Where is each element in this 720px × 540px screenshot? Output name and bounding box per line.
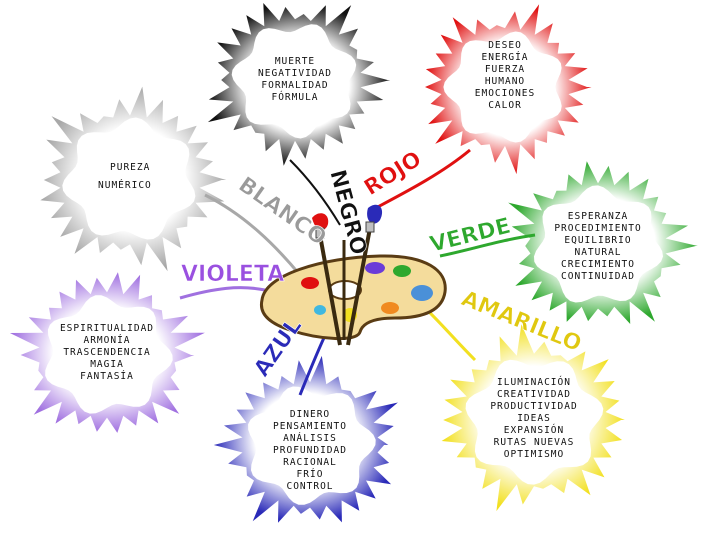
paint-blob-red — [301, 277, 319, 289]
paint-blob-orange — [381, 302, 399, 314]
cloud-amarillo-line: RUTAS NUEVAS — [479, 437, 589, 449]
label-violeta: VIOLETA — [181, 262, 284, 287]
cloud-verde-line: CONTINUIDAD — [543, 271, 653, 283]
cloud-verde-text: ESPERANZA PROCEDIMIENTO EQUILIBRIO NATUR… — [543, 211, 653, 283]
cloud-rojo-line: HUMANO — [460, 76, 550, 88]
cloud-rojo-line: ENERGÍA — [460, 52, 550, 64]
cloud-negro-line: FÓRMULA — [245, 92, 345, 104]
cloud-azul-line: PENSAMIENTO — [260, 421, 360, 433]
cloud-rojo-line: DESEO — [460, 40, 550, 52]
cloud-amarillo-line: CREATIVIDAD — [479, 389, 589, 401]
cloud-blanco-line: NUMÉRICO — [98, 180, 178, 192]
paint-blob-blue — [411, 285, 433, 301]
cloud-azul-line: ANÁLISIS — [260, 433, 360, 445]
label-blanco: BLANCO — [234, 172, 331, 250]
paint-blob-purple — [365, 262, 385, 274]
cloud-violeta-line: TRASCENDENCIA — [47, 347, 167, 359]
cloud-verde-line: PROCEDIMIENTO — [543, 223, 653, 235]
cloud-amarillo-text: ILUMINACIÓN CREATIVIDAD PRODUCTIVIDAD ID… — [479, 377, 589, 461]
paint-blob-green — [393, 265, 411, 277]
cloud-violeta-text: ESPIRITUALIDAD ARMONÍA TRASCENDENCIA MAG… — [47, 323, 167, 383]
cloud-verde-line: CRECIMIENTO — [543, 259, 653, 271]
cloud-violeta-line: ARMONÍA — [47, 335, 167, 347]
cloud-violeta-line: MAGIA — [47, 359, 167, 371]
cloud-rojo-line: EMOCIONES — [460, 88, 550, 100]
cloud-verde-line: NATURAL — [543, 247, 653, 259]
cloud-negro-line: FORMALIDAD — [245, 80, 345, 92]
cloud-azul-line: PROFUNDIDAD — [260, 445, 360, 457]
cloud-amarillo-line: ILUMINACIÓN — [479, 377, 589, 389]
brush-tip-blue — [367, 205, 382, 224]
paint-blob-cyan — [314, 305, 326, 315]
cloud-negro-line: NEGATIVIDAD — [245, 68, 345, 80]
cloud-azul-line: CONTROL — [260, 481, 360, 493]
cloud-azul-line: FRÍO — [260, 469, 360, 481]
cloud-rojo-text: DESEO ENERGÍA FUERZA HUMANO EMOCIONES CA… — [460, 40, 550, 112]
label-rojo: ROJO — [360, 147, 426, 201]
cloud-rojo-line: FUERZA — [460, 64, 550, 76]
cloud-amarillo-line: IDEAS — [479, 413, 589, 425]
cloud-violeta-line: ESPIRITUALIDAD — [47, 323, 167, 335]
cloud-amarillo-line: PRODUCTIVIDAD — [479, 401, 589, 413]
cloud-negro-text: MUERTE NEGATIVIDAD FORMALIDAD FÓRMULA — [245, 56, 345, 104]
cloud-azul-line: RACIONAL — [260, 457, 360, 469]
cloud-amarillo-line: OPTIMISMO — [479, 449, 589, 461]
cloud-negro-line: MUERTE — [245, 56, 345, 68]
cloud-verde-line: ESPERANZA — [543, 211, 653, 223]
cloud-blanco-text: PUREZA NUMÉRICO — [98, 162, 178, 192]
cloud-verde-line: EQUILIBRIO — [543, 235, 653, 247]
cloud-amarillo-line: EXPANSIÓN — [479, 425, 589, 437]
cloud-violeta-line: FANTASÍA — [47, 371, 167, 383]
cloud-azul-text: DINERO PENSAMIENTO ANÁLISIS PROFUNDIDAD … — [260, 409, 360, 493]
brush-ferrule-right — [366, 222, 374, 232]
cloud-rojo-line: CALOR — [460, 100, 550, 112]
label-verde: VERDE — [427, 214, 513, 258]
cloud-azul-line: DINERO — [260, 409, 360, 421]
connector-violeta — [180, 288, 265, 298]
cloud-blanco-line: PUREZA — [110, 162, 178, 174]
